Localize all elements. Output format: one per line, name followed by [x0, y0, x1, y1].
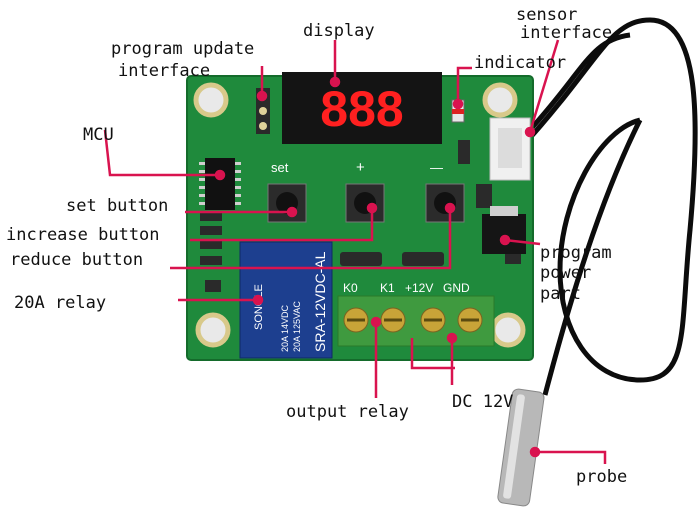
label-program-update-1: program update	[111, 39, 255, 59]
display-digits: 888	[320, 81, 403, 137]
power-regulator	[482, 214, 526, 254]
label-set-button: set button	[66, 196, 169, 216]
label-mcu: MCU	[83, 125, 114, 145]
terminal-label-k0: K0	[343, 281, 358, 295]
label-probe: probe	[576, 467, 628, 487]
label-20a-relay: 20A relay	[14, 293, 107, 313]
silk-plus: +	[356, 159, 365, 176]
probe-cable-lead	[526, 32, 631, 134]
label-increase-button: increase button	[6, 225, 160, 245]
probe-cable-tail	[542, 118, 643, 396]
relay-rating-2: 20A 125VAC	[292, 301, 302, 352]
terminal-screws	[343, 307, 483, 333]
relay-rating-1: 20A 14VDC	[280, 304, 290, 352]
label-sensor-1: sensor	[516, 5, 578, 25]
silk-minus: —	[430, 160, 443, 175]
set-button-part	[267, 183, 307, 223]
label-program-power-2: power	[540, 263, 592, 283]
callout-lines	[103, 39, 607, 464]
label-program-power-1: program	[540, 243, 612, 263]
mount-hole	[193, 82, 229, 118]
increase-button-part	[345, 183, 385, 223]
mcu-chip	[205, 158, 235, 210]
display	[282, 72, 442, 144]
label-sensor-2: interface	[520, 23, 613, 43]
mount-hole	[490, 312, 526, 348]
reduce-button-part	[425, 183, 465, 223]
relay-brand-text: SONGLE	[253, 284, 265, 330]
terminal-label-gnd: GND	[443, 281, 470, 295]
probe-highlight	[503, 394, 525, 499]
label-reduce-button: reduce button	[10, 250, 144, 270]
probe-cable	[526, 17, 698, 383]
silk-set: set	[271, 160, 289, 175]
label-program-update-2: interface	[118, 61, 211, 81]
relay-model-text: SRA-12VDC-AL	[312, 251, 328, 352]
terminal-label-k1: K1	[380, 281, 395, 295]
label-display: display	[303, 21, 375, 41]
label-program-power-3: part	[540, 284, 581, 304]
label-indicator: indicator	[474, 53, 567, 73]
mount-hole	[195, 312, 231, 348]
mount-hole	[482, 82, 518, 118]
label-output-relay: output relay	[286, 402, 409, 422]
label-dc-12v: DC 12V	[452, 392, 514, 412]
terminal-label-12v: +12V	[405, 281, 433, 295]
